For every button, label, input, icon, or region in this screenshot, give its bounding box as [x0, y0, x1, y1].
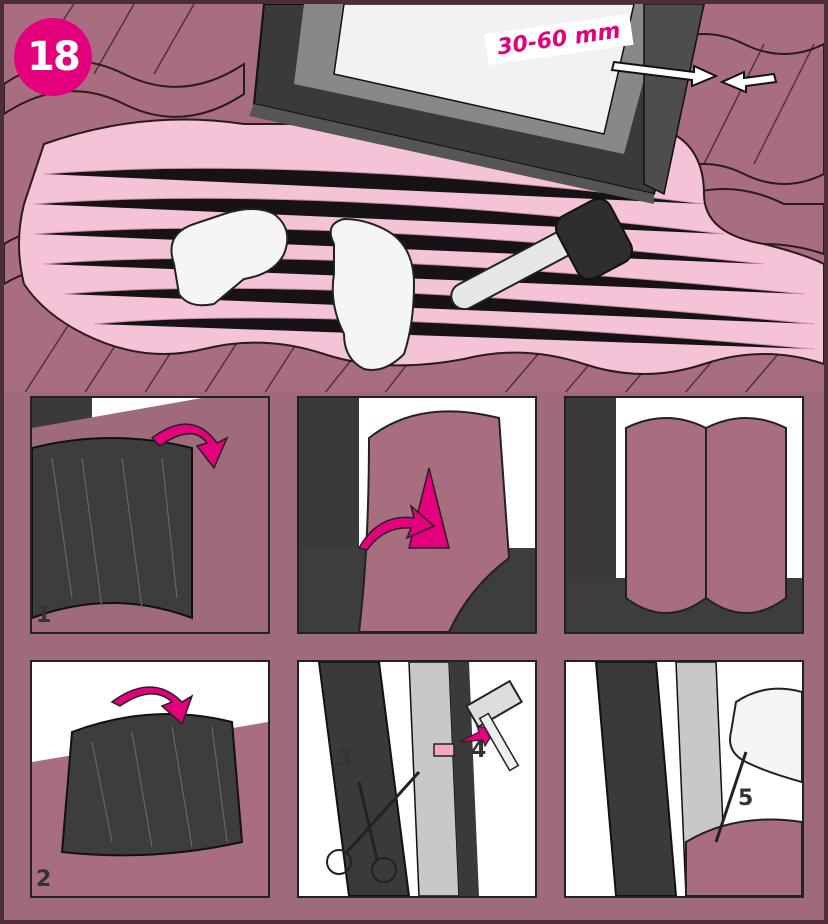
flashing-strip [62, 714, 242, 855]
substep-panel-2 [297, 396, 537, 634]
substep-panel-3 [564, 396, 804, 634]
substep-panel-4: 2 [30, 660, 270, 898]
substep-label-1: 1 [36, 603, 51, 628]
roof-tile-right [706, 418, 786, 613]
substep-label-2: 2 [36, 867, 51, 892]
roof-tile-left [626, 418, 706, 613]
roof-scene [4, 4, 824, 392]
substep-panel-5: 3 4 [297, 660, 537, 898]
clip-marker [434, 744, 454, 756]
flashing-strip [32, 438, 192, 618]
substep-label-3: 3 [337, 746, 352, 771]
substep-label-5: 5 [738, 786, 753, 811]
substep-panel-1: 1 [30, 396, 270, 634]
hero-illustration [4, 4, 824, 392]
substep-label-4: 4 [471, 738, 486, 763]
substep-panel-6: 5 [564, 660, 804, 898]
step-number-badge: 18 [14, 18, 92, 96]
